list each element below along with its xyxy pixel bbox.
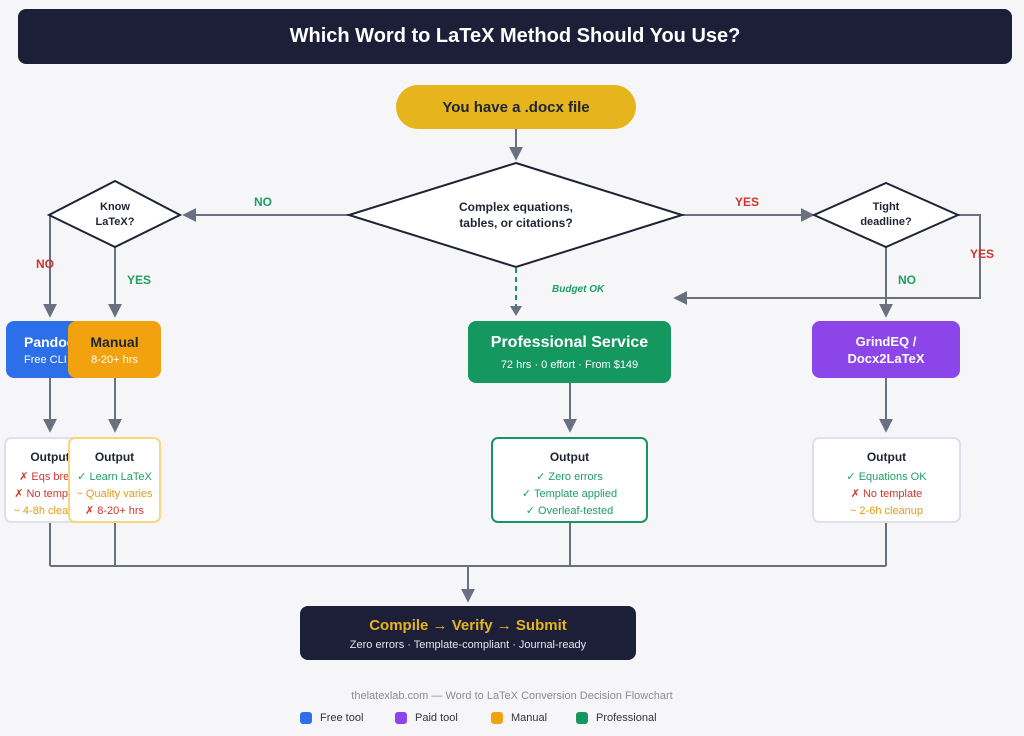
- method-pandoc-sub: Free CLI: [24, 353, 67, 366]
- decision-right-shape: [811, 181, 961, 249]
- method-professional-title: Professional Service: [490, 333, 649, 351]
- output-grindeq-item: ✓ Equations OK: [846, 471, 927, 483]
- method-grindeq-title1: GrindEQ /: [855, 333, 917, 349]
- decision-right: Tight deadline?: [846, 198, 926, 232]
- legend-label: Paid tool: [415, 712, 458, 724]
- final-node: Compile → Verify → Submit Zero errors · …: [300, 606, 636, 660]
- decision-main-shape: [345, 161, 686, 269]
- legend-swatch-paid: [395, 712, 407, 724]
- output-grindeq-item: ~ 2-6h cleanup: [849, 505, 924, 517]
- label-right-yes: YES: [970, 247, 995, 261]
- footer-credit: thelatexlab.com — Word to LaTeX Conversi…: [351, 690, 673, 702]
- legend: Free tool Paid tool Manual Professional: [300, 712, 657, 724]
- legend-label: Professional: [596, 712, 657, 724]
- method-grindeq: GrindEQ / Docx2LaTeX: [812, 321, 960, 378]
- final-sub: Zero errors · Template-compliant · Journ…: [349, 639, 587, 651]
- decision-main: Complex equations, tables, or citations?: [420, 196, 612, 234]
- decision-left-line1: Know: [100, 201, 130, 213]
- output-pandoc-item: ✗ Eqs break: [19, 471, 81, 483]
- output-professional: Output ✓ Zero errors ✓ Template applied …: [491, 437, 648, 523]
- method-professional: Professional Service 72 hrs · 0 effort ·…: [468, 321, 671, 383]
- decision-left-line2: LaTeX?: [95, 216, 135, 228]
- legend-item-free: Free tool: [300, 712, 395, 724]
- label-main-yes: YES: [735, 195, 760, 209]
- method-professional-sub: 72 hrs · 0 effort · From $149: [500, 358, 639, 371]
- legend-swatch-manual: [491, 712, 503, 724]
- label-left-no: NO: [36, 257, 54, 271]
- output-manual-item: ✓ Learn LaTeX: [77, 471, 152, 483]
- output-manual-heading: Output: [94, 450, 135, 464]
- title-bar: Which Word to LaTeX Method Should You Us…: [18, 9, 1012, 64]
- method-manual: Manual 8-20+ hrs: [68, 321, 161, 378]
- decision-right-line2: deadline?: [860, 216, 912, 228]
- legend-label: Free tool: [320, 712, 364, 724]
- legend-swatch-professional: [576, 712, 588, 724]
- legend-swatch-free: [300, 712, 312, 724]
- output-professional-heading: Output: [549, 450, 590, 464]
- output-pandoc-heading: Output: [30, 450, 70, 464]
- output-manual: Output ✓ Learn LaTeX ~ Quality varies ✗ …: [68, 437, 161, 523]
- output-professional-item: ✓ Zero errors: [536, 471, 603, 483]
- decision-left: Know LaTeX?: [75, 198, 155, 232]
- method-manual-title: Manual: [90, 333, 139, 350]
- output-manual-item: ~ Quality varies: [76, 488, 153, 500]
- final-title: Compile → Verify → Submit: [369, 617, 567, 634]
- method-grindeq-title2: Docx2LaTeX: [847, 350, 925, 366]
- decision-main-line1: Complex equations,: [458, 200, 574, 214]
- decision-main-line2: tables, or citations?: [459, 216, 573, 230]
- label-main-no: NO: [254, 195, 272, 209]
- output-grindeq-item: ✗ No template: [850, 488, 923, 500]
- output-pandoc-item: ✗ No template: [14, 488, 86, 500]
- decision-right-line1: Tight: [872, 201, 900, 213]
- decision-left-shape: [46, 179, 183, 249]
- method-manual-sub: 8-20+ hrs: [91, 353, 138, 366]
- output-manual-item: ✗ 8-20+ hrs: [84, 505, 145, 517]
- output-professional-item: ✓ Template applied: [521, 488, 618, 500]
- label-budget-ok: Budget OK: [552, 284, 605, 295]
- output-grindeq: Output ✓ Equations OK ✗ No template ~ 2-…: [812, 437, 961, 523]
- output-professional-item: ✓ Overleaf-tested: [525, 505, 614, 517]
- legend-item-professional: Professional: [576, 712, 657, 724]
- label-right-no: NO: [898, 273, 916, 287]
- legend-label: Manual: [511, 712, 548, 724]
- start-node: You have a .docx file: [396, 85, 636, 129]
- label-left-yes: YES: [127, 273, 152, 287]
- legend-item-paid: Paid tool: [395, 712, 491, 724]
- page-title: Which Word to LaTeX Method Should You Us…: [289, 25, 741, 47]
- method-pandoc-title: Pandoc: [24, 333, 75, 350]
- legend-item-manual: Manual: [491, 712, 576, 724]
- arrow-right-yes: [673, 214, 981, 305]
- output-grindeq-heading: Output: [866, 450, 907, 464]
